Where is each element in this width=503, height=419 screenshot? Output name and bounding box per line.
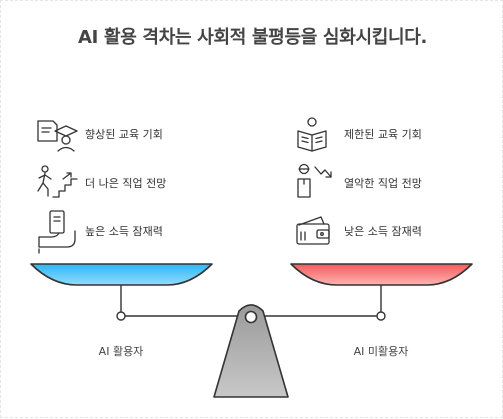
right-item-label: 열악한 직업 전망 (344, 177, 422, 190)
left-joint (116, 311, 126, 321)
wallet-icon (296, 216, 330, 245)
left-pan (30, 263, 213, 286)
pivot-joint (244, 310, 258, 324)
money-hand-icon (38, 210, 76, 254)
right-item-label: 제한된 교육 기회 (344, 128, 422, 141)
left-item-label: 향상된 교육 기회 (85, 128, 163, 141)
declining-arrow-icon (297, 163, 332, 198)
reading-person-icon (297, 117, 327, 152)
right-item-label: 낮은 소득 잠재력 (344, 225, 422, 238)
left-item-label: 더 나은 직업 전망 (85, 177, 167, 190)
graduate-certificate-icon (37, 120, 78, 152)
right-group-label: AI 미활용자 (353, 345, 409, 358)
left-group-label: AI 활용자 (98, 345, 144, 358)
left-item-label: 높은 소득 잠재력 (85, 225, 163, 238)
climbing-stairs-icon (37, 165, 78, 198)
scale-stand (213, 304, 289, 398)
diagram-title: AI 활용 격차는 사회적 불평등을 심화시킵니다. (77, 27, 428, 48)
right-pan (290, 263, 473, 286)
right-joint (376, 311, 386, 321)
